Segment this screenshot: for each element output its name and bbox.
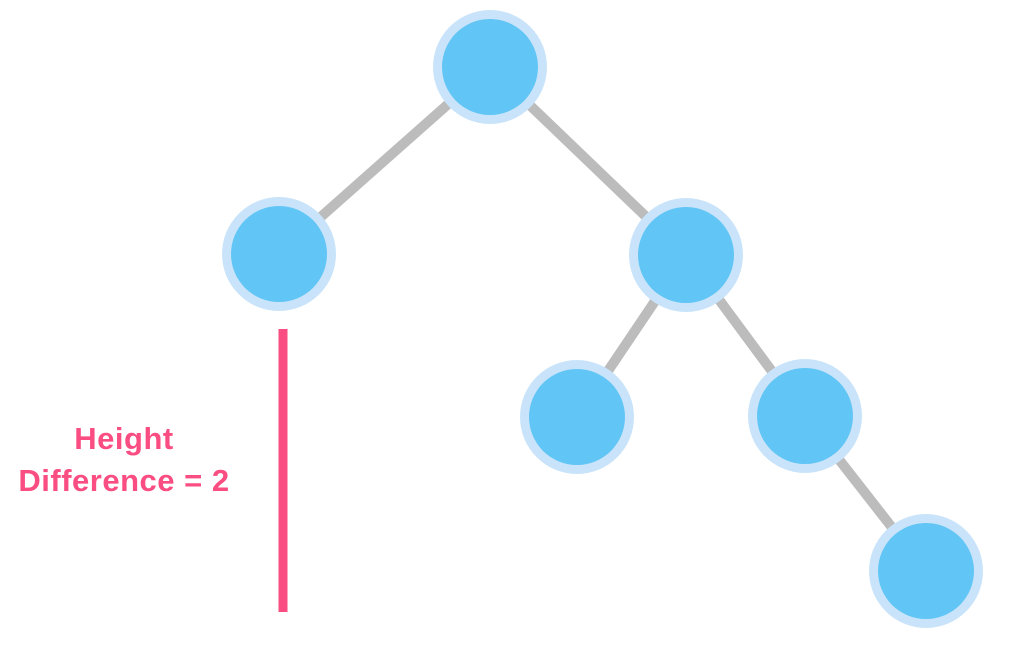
height-difference-label: Height Difference = 2	[2, 418, 246, 502]
tree-node-left-child	[231, 206, 327, 302]
height-difference-label-line2: Difference = 2	[18, 463, 230, 498]
tree-node-right-child	[638, 207, 734, 303]
height-difference-label-line1: Height	[74, 421, 174, 456]
tree-node-right-left-grandchild	[529, 369, 625, 465]
tree-node-right-right-grandchild	[757, 368, 853, 464]
tree-node-right-right-great-grandchild	[878, 523, 974, 619]
tree-node-root	[442, 19, 538, 115]
